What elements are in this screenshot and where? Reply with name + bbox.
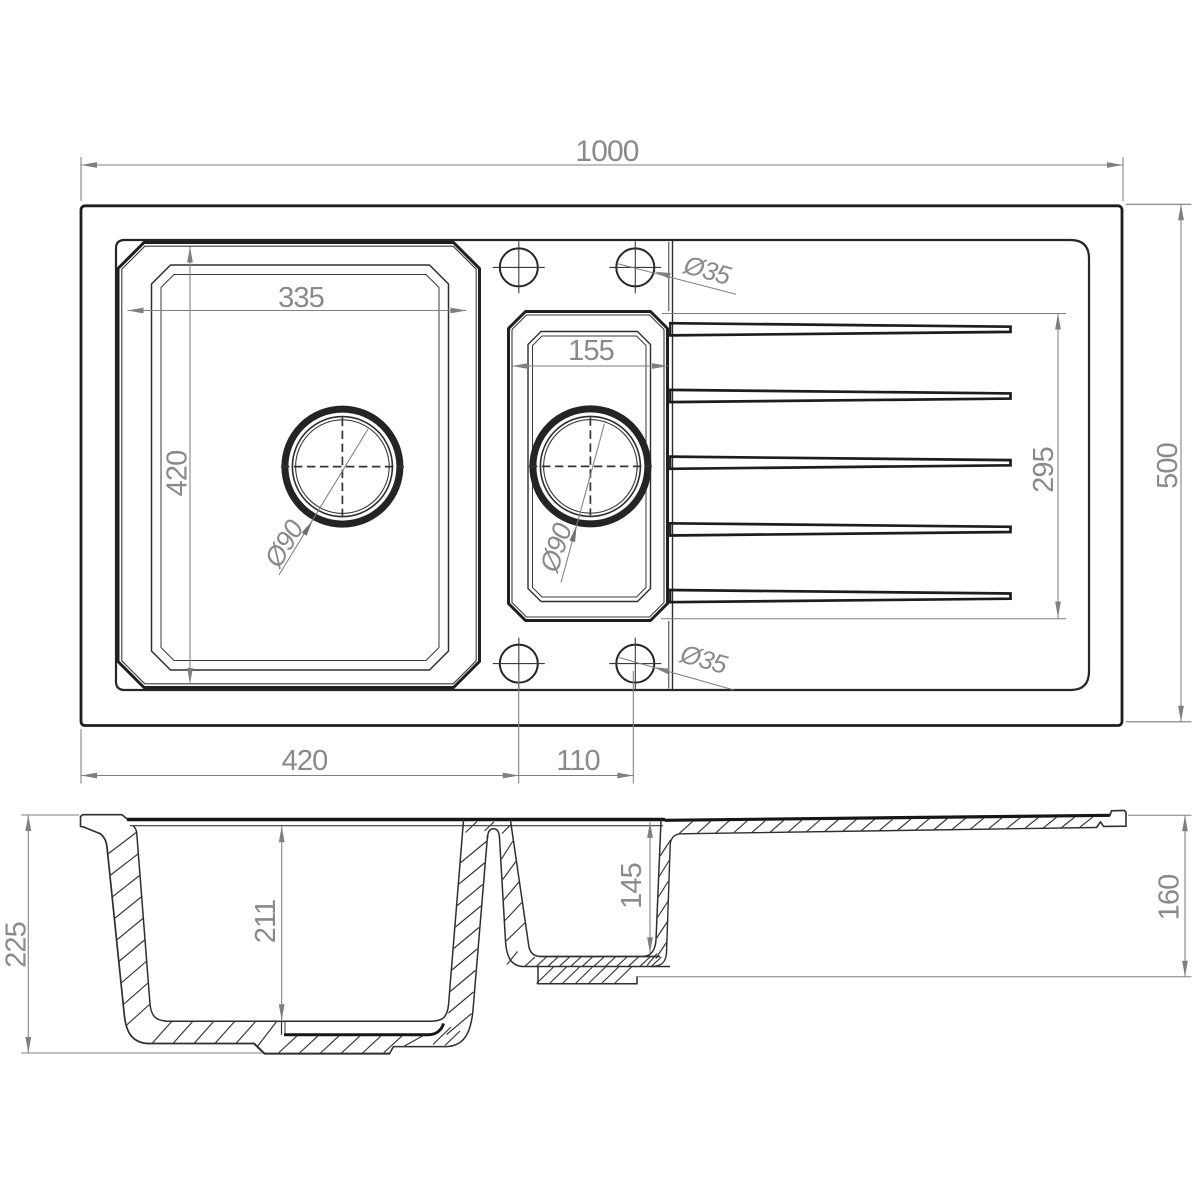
svg-text:420: 420 — [282, 745, 328, 777]
svg-text:500: 500 — [1152, 443, 1184, 489]
svg-text:160: 160 — [1154, 875, 1186, 921]
svg-text:145: 145 — [616, 863, 648, 909]
svg-text:1000: 1000 — [575, 135, 638, 168]
svg-text:335: 335 — [278, 282, 324, 314]
svg-text:110: 110 — [556, 745, 600, 777]
svg-text:225: 225 — [1, 922, 33, 968]
svg-text:295: 295 — [1028, 447, 1060, 493]
svg-text:155: 155 — [568, 335, 614, 367]
svg-text:211: 211 — [250, 900, 282, 944]
svg-text:420: 420 — [162, 451, 194, 497]
